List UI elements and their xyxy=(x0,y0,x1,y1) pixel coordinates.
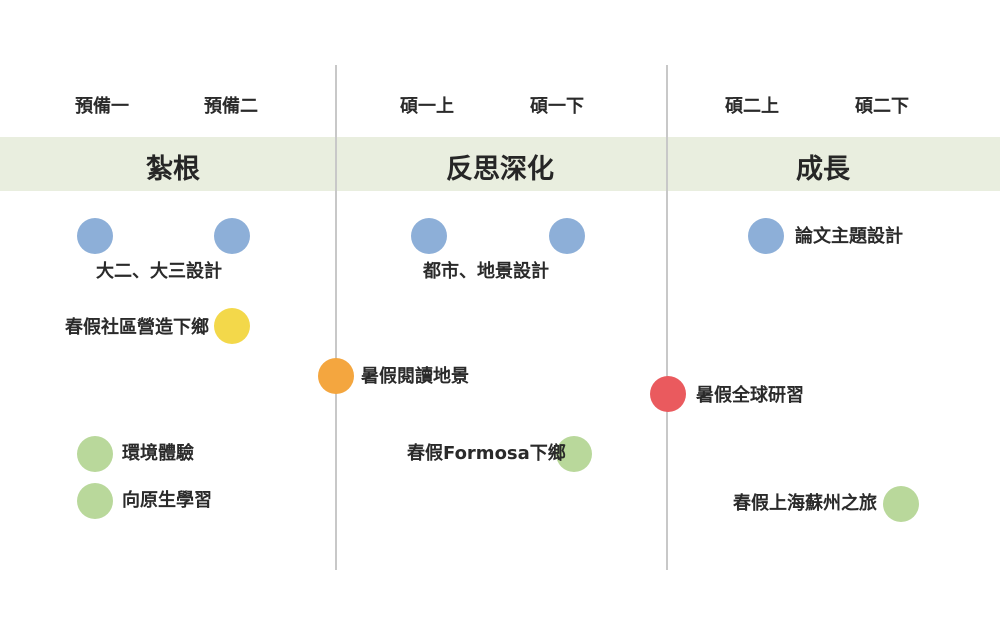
blue-dot xyxy=(748,218,784,254)
green-dot xyxy=(77,483,113,519)
green-dot xyxy=(883,486,919,522)
activity-summer-reading: 暑假閱讀地景 xyxy=(361,366,469,387)
activity-spring-shanghai: 春假上海蘇州之旅 xyxy=(733,493,877,514)
blue-dot xyxy=(214,218,250,254)
phase-band xyxy=(0,137,1000,191)
phase-title-rooting: 紮根 xyxy=(146,154,200,185)
activity-design-2-3: 大二、大三設計 xyxy=(96,261,222,282)
green-dot xyxy=(556,436,592,472)
semester-label-m2-spring: 碩二下 xyxy=(855,96,909,117)
yellow-dot xyxy=(214,308,250,344)
semester-label-m1-fall: 碩一上 xyxy=(400,96,454,117)
activity-summer-global: 暑假全球研習 xyxy=(696,385,804,406)
blue-dot xyxy=(549,218,585,254)
activity-spring-formosa: 春假Formosa下鄉 xyxy=(407,443,566,464)
activity-env-experience: 環境體驗 xyxy=(122,443,194,464)
activity-spring-rural: 春假社區營造下鄉 xyxy=(65,317,209,338)
semester-label-prep2: 預備二 xyxy=(204,96,258,117)
blue-dot xyxy=(411,218,447,254)
orange-dot xyxy=(318,358,354,394)
blue-dot xyxy=(77,218,113,254)
phase-title-growth: 成長 xyxy=(796,154,850,185)
divider-line-2 xyxy=(666,65,668,570)
semester-label-prep1: 預備一 xyxy=(75,96,129,117)
green-dot xyxy=(77,436,113,472)
phase-title-reflection: 反思深化 xyxy=(446,154,554,185)
semester-label-m1-spring: 碩一下 xyxy=(530,96,584,117)
activity-urban-landscape: 都市、地景設計 xyxy=(423,261,549,282)
red-dot xyxy=(650,376,686,412)
activity-thesis-design: 論文主題設計 xyxy=(795,226,903,247)
semester-label-m2-fall: 碩二上 xyxy=(725,96,779,117)
divider-line-1 xyxy=(335,65,337,570)
activity-indigenous-learning: 向原生學習 xyxy=(122,490,212,511)
